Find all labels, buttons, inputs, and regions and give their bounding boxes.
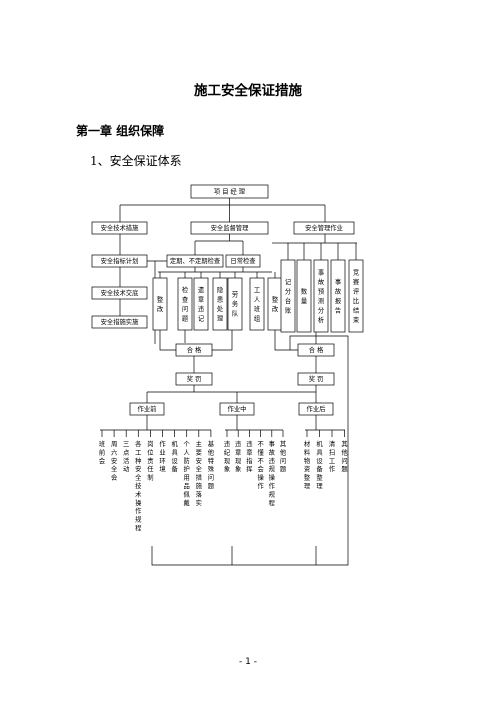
box-accident-report [330,259,346,333]
connector-line [159,330,176,351]
box-safety-measures-impl-label: 安全措施实施 [101,317,139,326]
during-item-3: 不懂不会操作 [257,440,264,490]
box-safety-management-work-label: 安全管理作业 [305,223,343,232]
box-hazard-handling [212,277,228,331]
during-item-1: 违章现象 [235,440,242,473]
box-quantity-label: 数量 [301,286,308,305]
box-accident-forecast-label: 事故预测分析 [318,267,325,324]
before-item-7: 个人防护用品佩戴 [184,440,191,507]
connector-line [151,335,349,566]
document-title: 施工安全保证措施 [194,83,302,99]
box-phase-during-label: 作业中 [228,404,247,413]
page-number: - 1 - [239,657,257,667]
box-phase-before-label: 作业前 [138,404,157,413]
box-score-ledger [280,259,296,333]
during-item-2: 违章指挥 [246,440,253,473]
box-reward-left-label: 奖 罚 [187,374,202,383]
box-safety-tech-briefing-label: 安全技术交底 [101,288,139,297]
box-reward-right-label: 奖 罚 [309,374,324,383]
after-item-1: 机具设备整理 [316,439,323,490]
box-safety-supervision-label: 安全监督管理 [211,223,249,232]
box-safety-tech-measures-label: 安全技术措施 [101,223,139,232]
box-safety-index-plan-label: 安全指标计划 [101,256,139,265]
box-safety-measures-impl [91,315,148,329]
box-qualified-left-label: 合 格 [187,345,202,354]
before-item-4: 岗位责任制 [147,440,154,482]
box-competition-end [348,259,364,333]
after-item-2: 清扫工作 [329,439,336,473]
chapter-heading: 第一章 组织保障 [76,124,165,138]
connector-line [212,330,233,351]
box-worker-team [249,277,265,331]
box-score-ledger-label: 记分台账 [285,278,292,315]
after-item-0: 材料物资整理 [304,439,311,490]
box-inspection-issues-label: 检查问题 [182,285,189,323]
section-heading: 1、安全保证体系 [90,154,182,168]
box-hazard-handling-label: 隐患处理 [217,285,224,323]
before-item-0: 班前会 [99,439,106,465]
connector-line [274,330,298,351]
box-rectify-1 [152,277,168,331]
before-item-3: 各工种安全技术操作规程 [135,439,142,532]
box-rectify-2-label: 整改 [272,294,279,313]
box-quantity [296,259,312,333]
root-box-project-manager-label: 项 目 经 理 [214,187,246,196]
before-item-9: 基他特殊问题 [208,439,215,490]
after-item-3: 其他问题 [341,440,348,473]
before-item-2: 三点活动 [123,440,130,473]
before-item-8: 主要安全措施落实 [196,439,203,507]
box-phase-after-label: 作业后 [307,404,326,413]
box-accident-report-label: 事故报告 [335,277,342,315]
box-safety-management-work [293,221,355,235]
box-accident-forecast [313,259,329,333]
box-safety-tech-measures [91,221,148,235]
box-safety-tech-briefing [91,286,148,300]
box-periodic-inspection-label: 定期、不定期检查 [170,256,221,265]
box-competition-end-label: 竞赛评比结束 [353,267,360,324]
before-item-5: 作业环境 [159,439,166,473]
box-labor-team-label: 劳务队 [232,290,239,318]
box-qualified-right-label: 合 格 [309,345,324,354]
box-violation-record-label: 遗章违记 [198,285,205,323]
before-item-1: 周六安全会 [111,440,118,482]
during-item-5: 其他问题 [280,440,287,473]
during-item-0: 违纪现象 [224,440,231,473]
before-item-6: 机具设备 [171,439,178,473]
during-item-4: 事故违规操作规程 [269,439,276,507]
box-rectify-2 [267,277,283,331]
box-worker-team-label: 工人班组 [254,287,261,323]
box-labor-team [227,277,243,331]
box-violation-record [193,277,209,331]
box-daily-inspection-label: 日常检查 [230,256,256,265]
box-rectify-1-label: 整改 [157,294,164,313]
